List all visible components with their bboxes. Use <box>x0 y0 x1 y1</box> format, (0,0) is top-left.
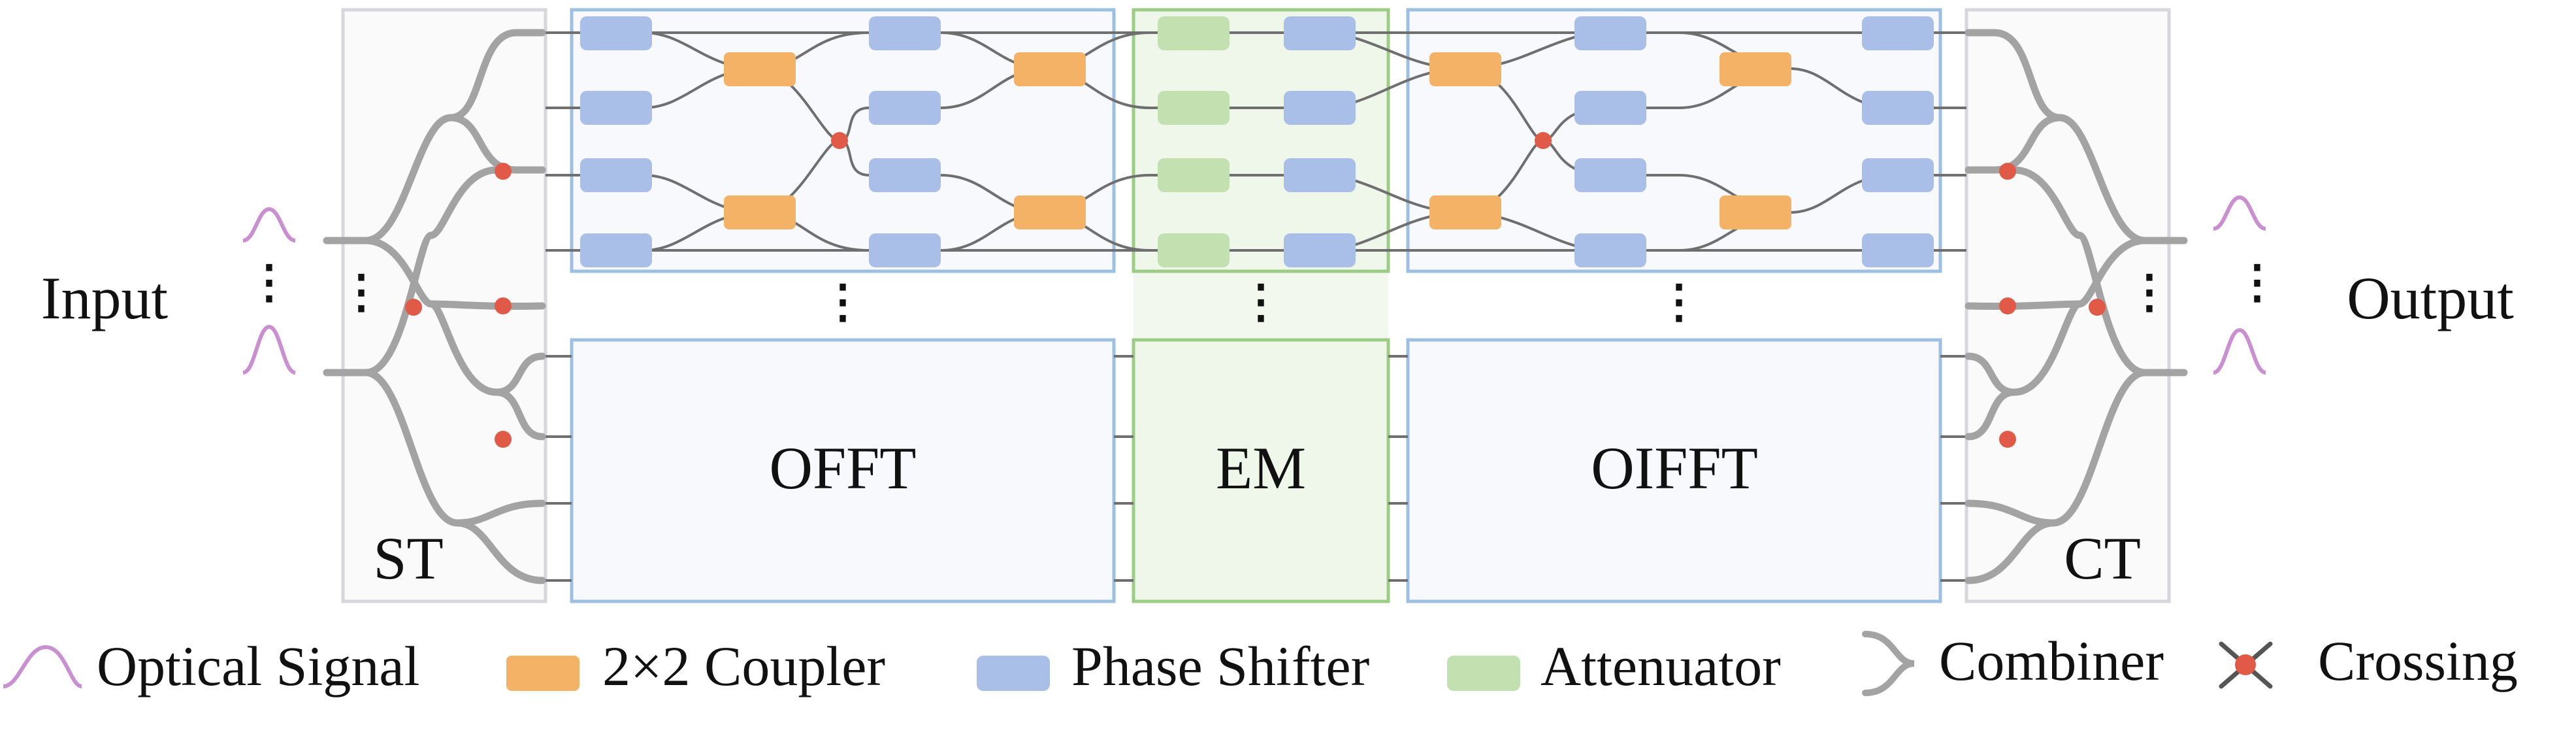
phase-shifter <box>1284 233 1356 267</box>
phase-shifter <box>869 158 941 192</box>
phase-shifter <box>1574 158 1646 192</box>
offt-label: OFFT <box>770 435 917 501</box>
phase-shifter-icon <box>977 656 1050 691</box>
couplers <box>724 52 1791 229</box>
crossing <box>2089 299 2106 316</box>
ellipsis: ⋮ <box>1656 277 1702 327</box>
crossing <box>831 132 848 149</box>
attenuator <box>1158 16 1230 50</box>
legend-attenuator: Attenuator <box>1541 635 1781 697</box>
phase-shifter <box>869 91 941 125</box>
phase-shifter <box>580 91 652 125</box>
crossing <box>1535 132 1552 149</box>
optical-signal-icon <box>242 207 296 243</box>
crossing <box>1999 431 2016 448</box>
phase-shifter <box>1284 158 1356 192</box>
phase-shifter <box>1862 16 1934 50</box>
lower-stubs <box>546 355 1966 582</box>
ellipsis: ⋮ <box>338 267 384 318</box>
phase-shifter <box>1862 91 1934 125</box>
attenuator <box>1158 158 1230 192</box>
phase-shifter <box>1284 16 1356 50</box>
ellipsis: ⋮ <box>246 258 292 308</box>
internal-crossings <box>831 132 1552 149</box>
optical-signal-icon <box>2213 327 2266 375</box>
phase-shifter <box>1284 91 1356 125</box>
combiner-tree-label: CT <box>2064 525 2141 592</box>
ellipsis: ⋮ <box>2234 258 2280 308</box>
crossing-icon <box>2219 641 2273 689</box>
offt-block <box>570 338 1116 603</box>
optical-signal-icon <box>2213 195 2266 231</box>
coupler <box>1720 195 1791 229</box>
phase-shifter <box>1574 16 1646 50</box>
output-signals <box>2213 195 2266 375</box>
legend-optical-signal: Optical Signal <box>97 635 419 697</box>
phase-shifter <box>869 233 941 267</box>
ellipses: ⋮ ⋮ ⋮ ⋮ ⋮ ⋮ ⋮ <box>246 258 2280 327</box>
em-block <box>1132 338 1390 603</box>
ellipsis: ⋮ <box>820 277 866 327</box>
legend-combiner: Combiner <box>1939 629 2164 692</box>
phase-shifter <box>580 16 652 50</box>
attenuator <box>1158 233 1230 267</box>
coupler <box>1014 195 1086 229</box>
attenuators <box>1158 16 1230 267</box>
legend-phase-shifter: Phase Shifter <box>1071 635 1369 697</box>
crossing <box>495 163 512 180</box>
phase-shifter <box>1862 233 1934 267</box>
phase-shifter <box>580 158 652 192</box>
oifft-block <box>1406 338 1942 603</box>
crossing <box>405 299 422 316</box>
coupler <box>724 195 796 229</box>
coupler <box>724 52 796 86</box>
oifft-top-detail-box <box>1406 8 1942 273</box>
splitter-crossings <box>405 163 512 448</box>
splitter-tree-label: ST <box>373 525 443 592</box>
phase-shifter <box>1574 91 1646 125</box>
input-signals <box>242 207 296 375</box>
optical-signal-icon <box>242 324 296 375</box>
coupler-icon <box>506 656 579 691</box>
coupler <box>1429 52 1501 86</box>
phase-shifters <box>580 16 1934 267</box>
ellipsis: ⋮ <box>2127 267 2172 318</box>
crossing <box>1999 297 2016 314</box>
legend-crossing: Crossing <box>2318 629 2518 692</box>
combiner-tree <box>1965 29 2188 584</box>
combiner-icon <box>1862 631 1915 696</box>
crossing <box>495 431 512 448</box>
coupler <box>1014 52 1086 86</box>
em-label: EM <box>1216 435 1306 501</box>
phase-shifter <box>1574 233 1646 267</box>
coupler <box>1720 52 1791 86</box>
oifft-label: OIFFT <box>1591 435 1758 501</box>
crossing <box>1999 163 2016 180</box>
legend: Optical Signal 2×2 Coupler Phase Shifter… <box>3 629 2518 697</box>
optical-signal-icon <box>3 645 82 688</box>
input-label: Input <box>41 265 169 331</box>
legend-coupler: 2×2 Coupler <box>602 635 885 697</box>
coupler <box>1429 195 1501 229</box>
phase-shifter <box>580 233 652 267</box>
phase-shifter <box>869 16 941 50</box>
attenuator-icon <box>1447 656 1520 691</box>
crossing <box>495 297 512 314</box>
em-top-detail-box <box>1132 8 1390 273</box>
attenuator <box>1158 91 1230 125</box>
output-label: Output <box>2347 265 2514 331</box>
phase-shifter <box>1862 158 1934 192</box>
ellipsis: ⋮ <box>1238 277 1284 327</box>
